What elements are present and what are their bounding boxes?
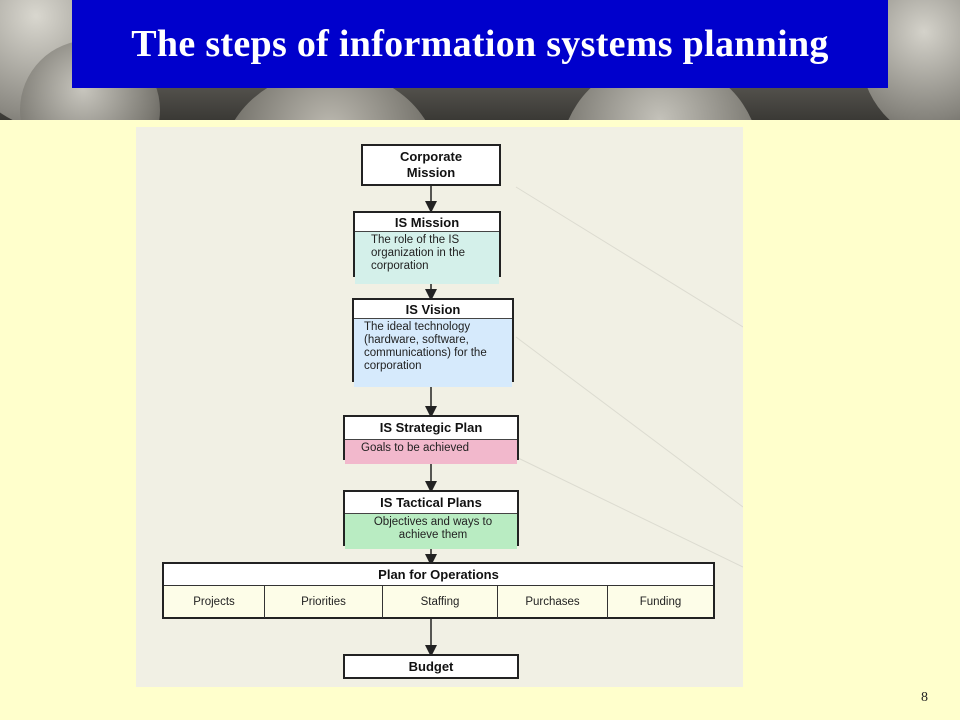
operations-item-projects: Projects [193, 596, 235, 608]
corporate-mission-label: Corporate Mission [399, 149, 463, 180]
is-mission-description: The role of the IS organization in the c… [355, 231, 499, 284]
guide-line [515, 336, 743, 508]
operations-item-priorities: Priorities [264, 586, 382, 618]
slide-title: The steps of information systems plannin… [131, 23, 829, 65]
budget-label: Budget [408, 658, 454, 674]
is-tactical-plans-box: IS Tactical Plans Objectives and ways to… [343, 490, 519, 549]
flowchart-connectors [425, 185, 743, 657]
title-banner: The steps of information systems plannin… [72, 0, 888, 88]
guide-line [515, 186, 743, 328]
is-tactical-plans-description: Objectives and ways to achieve them [345, 513, 517, 549]
operations-items-row: Projects Priorities Staffing Purchases F… [164, 586, 713, 618]
is-strategic-plan-description: Goals to be achieved [345, 439, 517, 464]
corporate-mission-box: Corporate Mission [361, 144, 501, 186]
is-tactical-plans-title: IS Tactical Plans [380, 495, 482, 510]
is-mission-title: IS Mission [394, 215, 460, 230]
is-vision-title: IS Vision [405, 302, 461, 317]
is-vision-description: The ideal technology (hardware, software… [354, 318, 512, 387]
guide-line [515, 456, 743, 568]
budget-box: Budget [343, 654, 519, 679]
planning-flowchart: Corporate Mission IS Mission The role of… [136, 127, 743, 687]
is-strategic-plan-box: IS Strategic Plan Goals to be achieved [343, 415, 519, 464]
is-strategic-plan-title: IS Strategic Plan [379, 420, 483, 435]
plan-for-operations-box: Plan for Operations Projects Priorities … [162, 562, 715, 619]
operations-item-purchases: Purchases [497, 586, 607, 618]
page-number: 8 [921, 690, 928, 705]
operations-item-funding: Funding [607, 586, 713, 618]
plan-for-operations-title: Plan for Operations [164, 564, 713, 586]
is-vision-box: IS Vision The ideal technology (hardware… [352, 298, 514, 387]
is-mission-box: IS Mission The role of the IS organizati… [353, 211, 501, 284]
operations-item-staffing: Staffing [382, 586, 497, 618]
